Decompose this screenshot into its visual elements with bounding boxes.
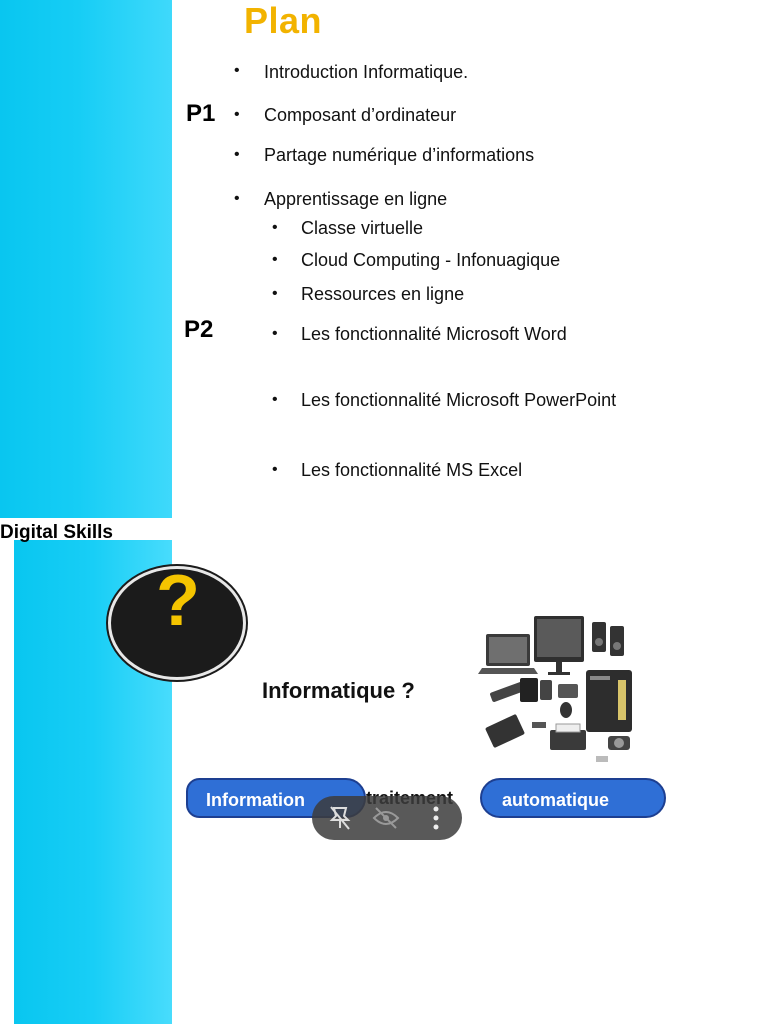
bullet: • — [272, 285, 278, 302]
bullet: • — [234, 62, 240, 79]
bullet: • — [234, 190, 240, 207]
bullet: • — [234, 146, 240, 163]
bullet: • — [272, 219, 278, 236]
bullet: • — [272, 391, 278, 408]
plan-title: Plan — [244, 0, 323, 41]
bullet: • — [272, 325, 278, 342]
question-circle — [108, 566, 246, 680]
plan-item-ressources: Ressources en ligne — [301, 284, 465, 304]
computer-devices-illustration — [478, 616, 632, 762]
part-label-p1: P1 — [186, 100, 216, 127]
bullet: • — [272, 251, 278, 268]
plan-item-apprentissage: Apprentissage en ligne — [264, 189, 448, 209]
bullet: • — [234, 106, 240, 123]
plan-item-cloud: Cloud Computing - Infonuagique — [301, 250, 561, 270]
more-vertical-icon[interactable] — [416, 796, 456, 840]
slide-heading: Informatique ? — [262, 678, 415, 703]
plan-item-word: Les fonctionnalité Microsoft Word — [301, 324, 567, 344]
plan-item-classe: Classe virtuelle — [301, 218, 424, 238]
sidebar-band-top — [0, 0, 172, 518]
plan-item-powerpoint: Les fonctionnalité Microsoft PowerPoint — [301, 390, 617, 410]
part-label-p2: P2 — [184, 316, 214, 343]
eye-off-icon[interactable] — [366, 796, 406, 840]
plan-item-introduction: Introduction Informatique. — [264, 62, 469, 82]
plan-item-excel: Les fonctionnalité MS Excel — [301, 460, 523, 480]
plan-item-partage: Partage numérique d’informations — [264, 145, 535, 165]
bullet: • — [272, 461, 278, 478]
question-mark-icon: ? — [156, 561, 200, 641]
sidebar-label-digital-skills: Digital Skills — [0, 522, 113, 543]
pill-automatique: automatique — [480, 778, 666, 818]
media-overlay-controls — [312, 796, 462, 840]
pin-off-icon[interactable] — [320, 796, 360, 840]
plan-item-composant: Composant d’ordinateur — [264, 105, 457, 125]
